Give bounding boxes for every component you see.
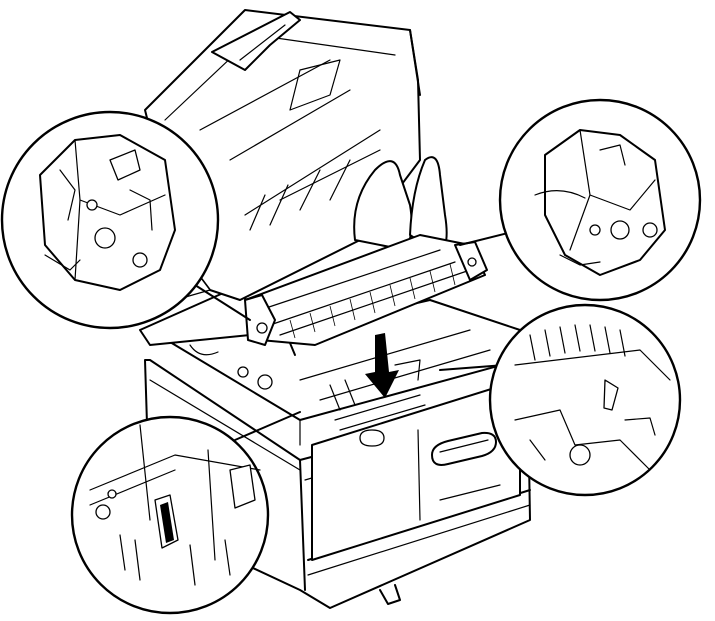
fuser-unit: [244, 156, 488, 356]
callout-right-locating-slot: [488, 303, 682, 497]
fuser-end-detail-icon: [39, 134, 176, 291]
callout-left-fuser-end: [0, 110, 220, 330]
locating-slot-detail-icon: [514, 324, 671, 471]
leader-lines: [194, 229, 521, 441]
fuser-end-detail-icon: [534, 129, 666, 276]
printer-cavity-details: [189, 344, 441, 447]
arrow-down-icon: [365, 333, 399, 398]
locating-slot-detail-icon: [89, 424, 261, 586]
callout-left-locating-slot: [70, 415, 270, 615]
callout-right-fuser-end: [498, 98, 702, 302]
